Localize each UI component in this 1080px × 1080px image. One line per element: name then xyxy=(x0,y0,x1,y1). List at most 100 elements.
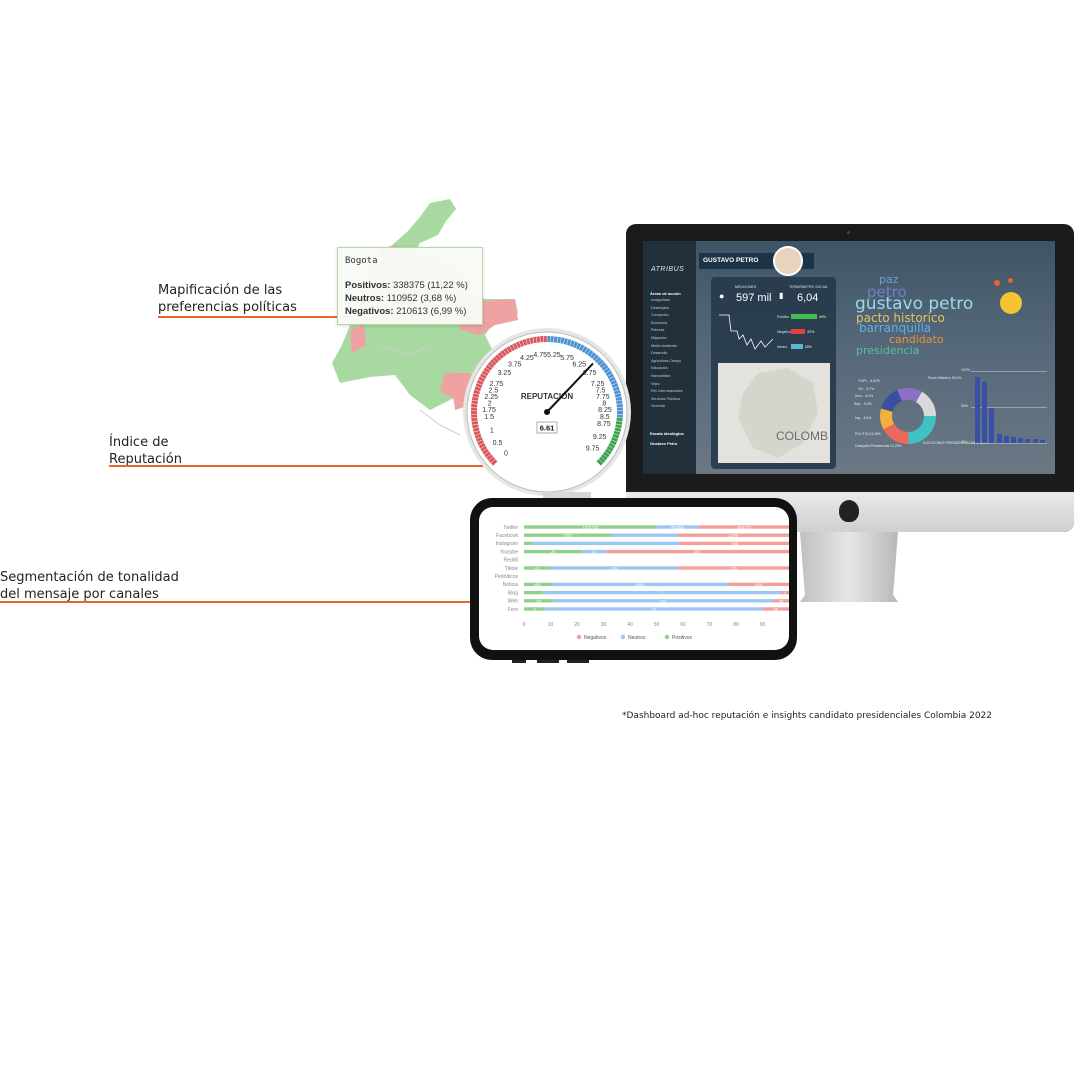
gauge-tick xyxy=(578,344,582,351)
channel-bar-value: 4 xyxy=(533,607,536,612)
channel-bar-value: 465328 xyxy=(671,525,685,530)
donut-label: ELECCIONES PRESIDENCIALES 17,09% xyxy=(923,441,988,445)
sidebar-item[interactable]: Desarrollo xyxy=(651,351,668,356)
channel-label: Reddit xyxy=(504,558,519,564)
x-tick-label: 70 xyxy=(707,622,713,628)
topic-bar xyxy=(1032,439,1038,443)
channel-bar-segment xyxy=(524,590,543,595)
metrics-card: MENCIONES ● 597 mil TERMÓMETRO SOCIAL ▮ … xyxy=(711,277,836,469)
channel-bar-value: 149 xyxy=(611,566,618,571)
gauge-value-box xyxy=(536,421,558,434)
sidebar-item[interactable]: Corrupción xyxy=(651,313,669,318)
gauge-tick xyxy=(615,399,623,402)
sidebar-item[interactable]: Desempleo xyxy=(651,305,670,310)
sidebar-footer-item[interactable]: Escala ideológica xyxy=(650,431,684,436)
sidebar-item[interactable]: Servicios Públicos xyxy=(651,396,681,401)
channel-bar-segment xyxy=(524,541,532,546)
menciones-label: MENCIONES xyxy=(735,285,757,289)
sidebar-item[interactable]: Economía xyxy=(651,320,668,325)
channel-bar-value: 24 xyxy=(592,549,597,554)
channel-bar-segment xyxy=(582,549,607,554)
channel-bar-segment xyxy=(524,549,583,554)
sidebar-item[interactable]: Pobreza xyxy=(651,328,665,333)
dashboard-map[interactable]: COLOMB xyxy=(718,363,830,463)
candidate-name: GUSTAVO PETRO xyxy=(703,257,759,264)
topic-bar xyxy=(982,381,988,443)
legend-label: Neutros xyxy=(628,635,646,641)
gauge-tick xyxy=(600,364,607,370)
map-callout-text: Mapificación de las preferencias polític… xyxy=(158,282,297,316)
channel-bar-segment xyxy=(542,590,782,595)
gauge-tick xyxy=(613,429,621,433)
word-cloud-term: pacto historico xyxy=(856,311,945,325)
emoji-sticker-icon xyxy=(988,276,1028,326)
gauge-tick-label: 6.25 xyxy=(572,361,586,368)
gauge-tick xyxy=(481,373,488,378)
sidebar-item[interactable]: Agricultura-Campo xyxy=(651,358,681,363)
menciones-value: 597 mil xyxy=(736,292,772,304)
reputation-callout-line2: Reputación xyxy=(109,452,182,467)
word-cloud-term: paz xyxy=(879,273,899,286)
x-tick-label: 90 xyxy=(760,622,766,628)
donut-label: POLÍTICA 5,26% xyxy=(855,432,881,436)
x-tick-label: 60 xyxy=(680,622,686,628)
gauge-tick-label: 9.75 xyxy=(586,445,600,452)
channel-label: Noticia xyxy=(503,582,519,588)
gauge-tick xyxy=(614,423,622,426)
donut-label: TV/Pr... 6,52% xyxy=(858,379,880,383)
channel-bar-segment xyxy=(606,549,789,554)
sidebar-item[interactable]: Narcotráfico xyxy=(651,374,671,378)
termometro-value: 6,04 xyxy=(797,292,819,304)
gauge-tick xyxy=(473,429,481,433)
word-cloud-term: petro xyxy=(867,283,907,301)
channel-label: Facebook xyxy=(496,533,518,539)
sidebar-heading: Áreas de acción xyxy=(650,291,681,296)
gauge-tick xyxy=(572,341,576,348)
map-tooltip: Bogota Positivos: 338375 (11,22 %) Neutr… xyxy=(337,247,483,325)
sidebar-item[interactable]: Vivienda xyxy=(651,404,665,409)
x-tick-label: 10 xyxy=(548,622,554,628)
gauge-tick xyxy=(602,367,609,372)
gauge-tick xyxy=(490,458,497,464)
x-tick-label: 30 xyxy=(601,622,607,628)
gauge-tick-label: 3.75 xyxy=(508,361,522,368)
bar-axis-label: 50% xyxy=(961,404,969,408)
channel-bar-value: 1653 xyxy=(563,533,573,538)
dashboard-map-label: COLOMB xyxy=(776,429,829,443)
tooltip-positivos-label: Positivos: xyxy=(345,280,391,291)
gauge-tick xyxy=(553,336,555,344)
sidebar-item[interactable]: Inseguridad xyxy=(651,298,670,302)
channel-bar-value: 176 xyxy=(730,566,737,571)
channel-label: Foro xyxy=(508,607,519,613)
x-tick-label: 80 xyxy=(733,622,739,628)
channel-bar-value: 7 xyxy=(661,590,664,595)
gauge-tick xyxy=(475,436,483,440)
legend-label: Positivos xyxy=(672,635,693,641)
word-cloud-term: candidato xyxy=(889,333,944,346)
sidebar-item[interactable]: Rel. Internacionales xyxy=(651,389,683,394)
gauge-tick-label: 7.5 xyxy=(596,387,606,394)
tooltip-positivos-value: 338375 (11,22 %) xyxy=(393,280,468,291)
sidebar-item[interactable]: Migración xyxy=(651,336,667,340)
gauge-tick xyxy=(532,337,535,345)
gauge-tick-label: 2.5 xyxy=(489,387,499,394)
topics-donut xyxy=(880,388,936,444)
gauge-tick xyxy=(613,392,621,396)
gauge-needle xyxy=(546,363,594,413)
sidebar-item[interactable]: Vejez xyxy=(651,381,660,386)
channel-bar-value: 242 xyxy=(660,598,667,603)
sentiment-bar xyxy=(791,344,803,349)
footnote: *Dashboard ad-hoc reputación e insights … xyxy=(622,711,993,721)
gauge-tick xyxy=(607,376,615,380)
imac-stand xyxy=(800,532,898,602)
channel-bar-value: 866773 xyxy=(737,525,751,530)
thermometer-icon: ▮ xyxy=(779,291,784,300)
sidebar-item[interactable]: Medio Ambiente xyxy=(651,343,677,348)
sidebar-item[interactable]: Educación xyxy=(651,366,668,371)
gauge-tick xyxy=(612,389,620,392)
bar-axis-label: 100% xyxy=(961,368,970,372)
sidebar-footer-item[interactable]: Gustavo Petro xyxy=(650,441,678,446)
